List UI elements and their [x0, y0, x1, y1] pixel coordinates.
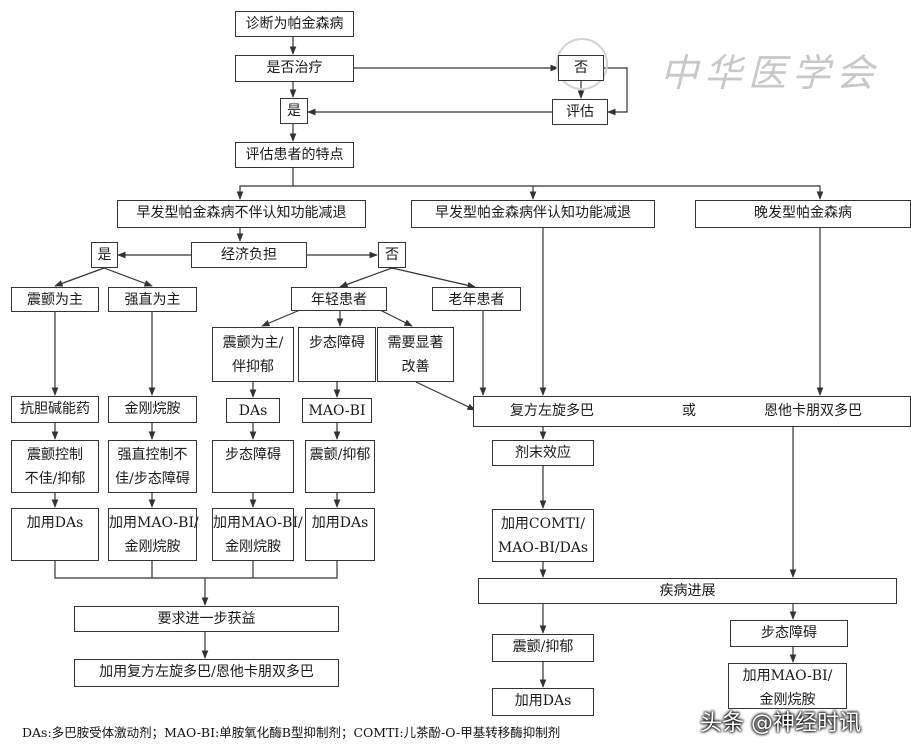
watermark-seal-icon — [556, 38, 608, 90]
node-evaluate: 评估 — [552, 99, 608, 125]
node-label: 金刚烷胺 — [124, 401, 181, 417]
node-label: 否 — [574, 60, 588, 76]
node-gait-disorder-2: 步态障碍 — [212, 440, 294, 493]
node-label-line1: 震颤为主/ — [222, 335, 284, 351]
node-econ-no: 否 — [378, 242, 406, 268]
node-label: 加用DAs — [514, 693, 572, 709]
entacapone-label: 恩他卡朋双多巴 — [764, 403, 862, 419]
node-early-no-cognitive: 早发型帕金森病不伴认知功能减退 — [117, 200, 366, 228]
node-significant-improvement: 需要显著 改善 — [377, 327, 454, 382]
node-add-mao-amantadine-2: 加用MAO-BI/ 金刚烷胺 — [212, 508, 303, 561]
node-label-line1: 震颤控制 — [27, 447, 83, 463]
node-label: MAO-BI — [308, 403, 366, 419]
node-diagnosis: 诊断为帕金森病 — [235, 11, 354, 37]
node-label-line2: 金刚烷胺 — [225, 539, 281, 555]
node-label-line2: 伴抑郁 — [232, 359, 274, 375]
node-elderly-patients: 老年患者 — [432, 287, 521, 311]
node-label: 否 — [385, 247, 399, 263]
node-label: 评估患者的特点 — [245, 147, 344, 163]
node-label-line2: 不佳/抑郁 — [24, 471, 86, 487]
node-wearing-off: 剂末效应 — [492, 440, 594, 466]
node-label: 老年患者 — [448, 292, 505, 308]
node-label: 强直为主 — [124, 292, 181, 308]
node-label: 加用复方左旋多巴/恩他卡朋双多巴 — [99, 664, 314, 680]
node-label-line1: 强直控制不 — [117, 447, 188, 463]
node-label: 早发型帕金森病不伴认知功能减退 — [136, 205, 347, 221]
node-gait-disorder-1: 步态障碍 — [298, 327, 376, 382]
node-further-benefit: 要求进一步获益 — [74, 606, 339, 632]
node-label-line1: 加用MAO-BI/ — [109, 515, 199, 531]
node-label: 剂末效应 — [515, 445, 571, 461]
node-add-mao-amantadine-1: 加用MAO-BI/ 金刚烷胺 — [108, 508, 199, 561]
node-tremor-dominant: 震颤为主 — [11, 287, 99, 312]
node-das: DAs — [226, 398, 280, 423]
node-treat-question: 是否治疗 — [235, 55, 354, 82]
node-label: 评估 — [566, 104, 594, 120]
node-label: 晚发型帕金森病 — [754, 205, 852, 221]
node-no-top: 否 — [558, 55, 604, 81]
node-label: 步态障碍 — [761, 625, 817, 641]
node-amantadine: 金刚烷胺 — [108, 396, 197, 423]
node-label: 疾病进展 — [659, 583, 716, 599]
node-add-comti: 加用COMTI/ MAO-BI/DAs — [492, 509, 594, 562]
node-label-line2: 金刚烷胺 — [759, 692, 816, 708]
node-economic-burden: 经济负担 — [191, 242, 307, 268]
node-label: 震颤为主 — [27, 292, 83, 308]
node-label-line2: 金刚烷胺 — [124, 539, 181, 555]
node-label: 早发型帕金森病伴认知功能减退 — [435, 205, 631, 221]
node-add-mao-amantadine-3: 加用MAO-BI/ 金刚烷胺 — [728, 663, 847, 709]
watermark-text: 中华医学会 — [660, 51, 881, 95]
node-tremor-depression-3: 震颤/抑郁 — [492, 634, 594, 662]
node-rigidity-poor-control: 强直控制不 佳/步态障碍 — [108, 440, 197, 493]
node-anticholinergic: 抗胆碱能药 — [11, 396, 99, 423]
node-label-line2: 改善 — [401, 359, 430, 375]
levodopa-label: 复方左旋多巴 — [510, 403, 594, 419]
node-tremor-depression: 震颤为主/ 伴抑郁 — [212, 327, 294, 382]
node-label: 是 — [287, 103, 301, 119]
node-add-das-1: 加用DAs — [11, 508, 99, 561]
node-yes-top: 是 — [280, 98, 308, 124]
node-label: 加用DAs — [311, 515, 369, 531]
node-disease-progression: 疾病进展 — [478, 578, 897, 604]
node-label-line2: 佳/步态障碍 — [115, 471, 190, 487]
node-late-onset: 晚发型帕金森病 — [695, 200, 911, 228]
node-label: 加用DAs — [26, 515, 84, 531]
node-label: 经济负担 — [221, 247, 277, 263]
node-label: DAs — [238, 403, 268, 419]
node-label: 是 — [97, 247, 112, 263]
node-label: 震颤/抑郁 — [512, 639, 574, 655]
node-early-cognitive: 早发型帕金森病伴认知功能减退 — [411, 200, 655, 228]
node-label: 诊断为帕金森病 — [245, 16, 344, 32]
source-label: 头条 @神经时讯 — [700, 711, 861, 736]
node-label: 年轻患者 — [311, 292, 367, 308]
node-label: 步态障碍 — [309, 335, 365, 351]
node-gait-disorder-3: 步态障碍 — [730, 620, 848, 647]
node-add-levodopa-final: 加用复方左旋多巴/恩他卡朋双多巴 — [74, 659, 339, 687]
node-label: 要求进一步获益 — [157, 611, 256, 627]
node-econ-yes: 是 — [91, 242, 118, 268]
node-tremor-poor-control: 震颤控制 不佳/抑郁 — [11, 440, 99, 493]
node-add-das-3: 加用DAs — [492, 688, 594, 716]
node-young-patients: 年轻患者 — [291, 287, 387, 311]
node-label-line1: 加用COMTI/ — [500, 516, 586, 532]
node-label: 是否治疗 — [266, 60, 323, 76]
node-label: 震颤/抑郁 — [309, 447, 371, 463]
node-label-line1: 加用MAO-BI/ — [213, 515, 303, 531]
node-label-line2: MAO-BI/DAs — [497, 540, 589, 556]
node-mao-bi: MAO-BI — [302, 398, 372, 423]
node-tremor-depression-2: 震颤/抑郁 — [305, 440, 375, 493]
node-label-line1: 需要显著 — [387, 335, 444, 351]
node-rigidity-dominant: 强直为主 — [108, 287, 197, 312]
node-label-line1: 加用MAO-BI/ — [742, 668, 833, 684]
node-assess-features: 评估患者的特点 — [235, 142, 354, 168]
node-add-das-2: 加用DAs — [305, 508, 375, 561]
node-levodopa-options — [473, 396, 911, 427]
node-label: 步态障碍 — [225, 447, 281, 463]
or-label: 或 — [682, 403, 696, 419]
node-label: 抗胆碱能药 — [20, 401, 90, 417]
abbreviation-footnote: DAs:多巴胺受体激动剂；MAO-BI:单胺氧化酶B型抑制剂；COMTI:儿茶酚… — [22, 725, 561, 740]
